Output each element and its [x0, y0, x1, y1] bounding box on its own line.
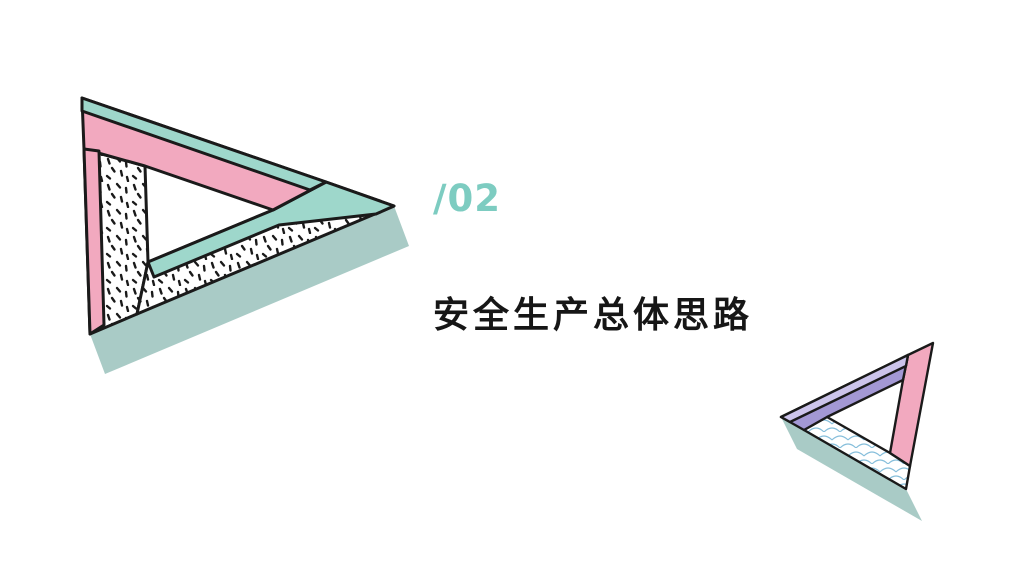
large-bottom-bar-mint-top-face — [146, 180, 396, 279]
large-top-bar-mint-top-strip — [80, 96, 328, 192]
slide-title: 安全生产总体思路 — [433, 294, 754, 335]
small-triangle-shadow — [781, 417, 922, 521]
small-top-bar-lavender-top-strip — [779, 353, 910, 424]
impossible-triangle-small — [779, 341, 935, 491]
section-number: /02 — [433, 177, 502, 220]
impossible-triangle-large — [80, 96, 396, 336]
large-triangle-shadow — [90, 206, 409, 374]
large-left-bar-pink-side-strip — [82, 147, 106, 336]
